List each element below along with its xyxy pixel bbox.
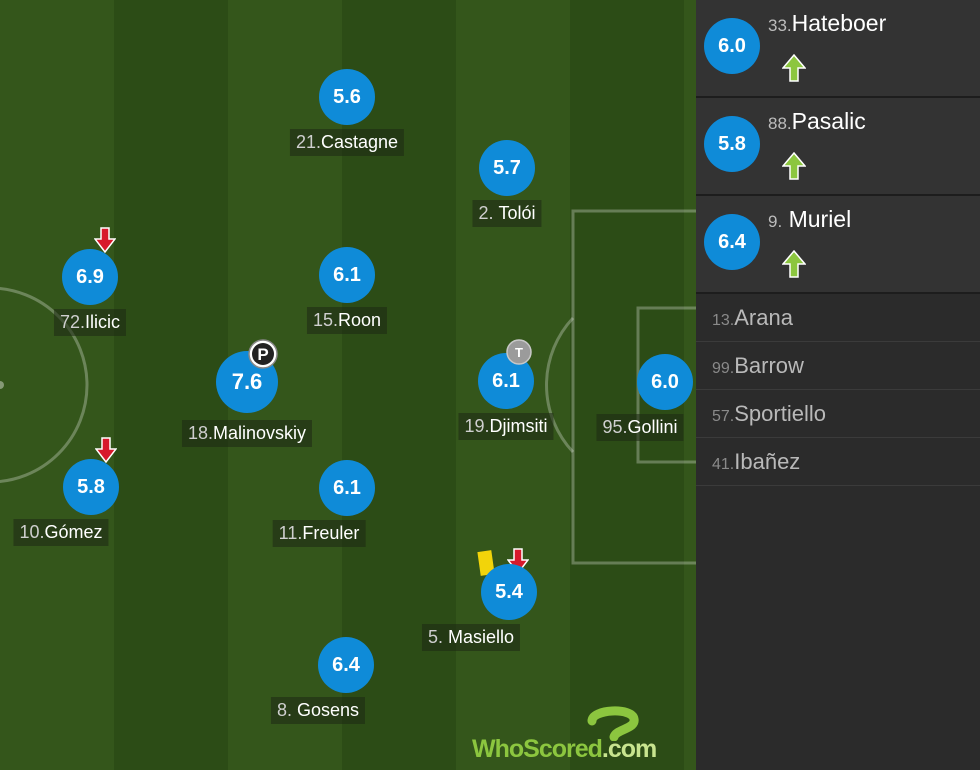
pitch: 5.6 21.Castagne 5.7 2. Tolói 6.9 72.Ilic… [0, 0, 696, 770]
tag-icon: T [506, 339, 532, 365]
player-name-label: 72.Ilicic [53, 309, 127, 336]
player-name-label: 19.Djimsiti [458, 413, 554, 440]
rating-badge: 6.9 [62, 249, 118, 305]
substituted-off-icon [94, 227, 116, 253]
player-name-label: 8. Gosens [270, 697, 366, 724]
substitutes-panel: 6.0 33.Hateboer 5.8 88.Pasalic 6.4 9. Mu… [696, 0, 980, 770]
player-name-label: 2. Tolói [472, 200, 542, 227]
rating-badge: 6.1 [319, 460, 375, 516]
substituted-on-icon [782, 250, 806, 278]
svg-text:T: T [515, 345, 523, 360]
player-name-label: 10.Gómez [13, 519, 109, 546]
rating-badge: 6.0 [637, 354, 693, 410]
substituted-on-icon [782, 152, 806, 180]
substitute-name: 33.Hateboer [768, 10, 887, 36]
substitute-in-muriel[interactable]: 6.4 9. Muriel [696, 196, 980, 294]
substitute-name: 88.Pasalic [768, 108, 866, 134]
svg-text:P: P [257, 345, 268, 364]
rating-badge: 5.7 [479, 140, 535, 196]
whoscored-logo: WhoScored.com [472, 705, 696, 765]
player-name-label: 11.Freuler [272, 520, 366, 547]
substituted-off-icon [507, 548, 529, 574]
bench-player-sportiello[interactable]: 57.Sportiello [696, 390, 980, 438]
substituted-on-icon [782, 54, 806, 82]
question-mark-logo-icon [587, 706, 639, 741]
substitute-in-pasalic[interactable]: 5.8 88.Pasalic [696, 98, 980, 196]
rating-badge: 6.0 [704, 18, 760, 74]
player-name-label: 15.Roon [306, 307, 388, 334]
player-name-label: 21.Castagne [289, 129, 405, 156]
substituted-off-icon [95, 437, 117, 463]
man-of-the-match-icon: P [248, 339, 278, 369]
player-name-label: 18.Malinovskiy [181, 420, 313, 447]
bench-player-ibanez[interactable]: 41.Ibañez [696, 438, 980, 486]
rating-badge: 5.4 [481, 564, 537, 620]
rating-badge: 5.8 [704, 116, 760, 172]
rating-badge: 5.8 [63, 459, 119, 515]
bench-player-barrow[interactable]: 99.Barrow [696, 342, 980, 390]
rating-badge: 6.1 [319, 247, 375, 303]
rating-badge: 6.4 [318, 637, 374, 693]
rating-badge: 5.6 [319, 69, 375, 125]
player-name-label: 95.Gollini [596, 414, 684, 441]
rating-badge: 6.4 [704, 214, 760, 270]
player-name-label: 5. Masiello [421, 624, 521, 651]
substitute-name: 9. Muriel [768, 206, 852, 232]
bench-player-arana[interactable]: 13.Arana [696, 294, 980, 342]
substitute-in-hateboer[interactable]: 6.0 33.Hateboer [696, 0, 980, 98]
